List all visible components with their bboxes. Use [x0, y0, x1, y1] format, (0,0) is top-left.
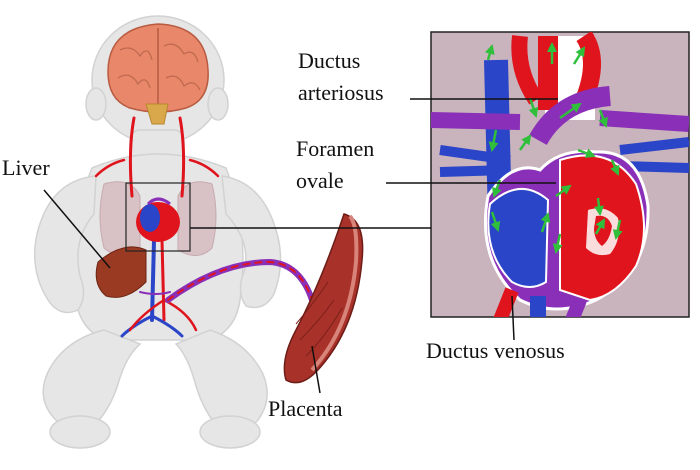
liver-leader: [43, 189, 111, 269]
baby-ear-left: [85, 87, 107, 121]
brain: [107, 23, 209, 125]
umbilical-cord: [165, 258, 315, 303]
baby-arm-left: [33, 175, 97, 314]
ductus-arteriosus-label-line1: Ductus: [298, 48, 361, 73]
ductus-venosus-leader: [511, 295, 515, 341]
ductus-arteriosus-label-line2: arteriosus: [298, 80, 384, 105]
placenta-label: Placenta: [268, 396, 343, 421]
heart-inset: [430, 31, 690, 318]
body-vessels: [94, 116, 220, 338]
liver-organ: [95, 246, 147, 298]
flow-arrows: [484, 42, 623, 254]
baby-leg-left: [42, 329, 142, 433]
baby-foot-right: [199, 415, 261, 449]
liver-label: Liver: [2, 155, 50, 180]
ductus-venosus-label: Ductus venosus: [426, 338, 565, 363]
placenta-organ: [283, 213, 364, 384]
baby-torso: [72, 153, 244, 341]
placenta-leader: [311, 345, 321, 394]
baby-ear-right: [207, 87, 229, 121]
foramen-ovale-label-line1: Foramen: [296, 136, 375, 161]
baby-arm-right: [221, 175, 282, 309]
leader-lines: [43, 98, 558, 394]
baby-foot-left: [49, 415, 111, 449]
foramen-ovale-label-line2: ovale: [296, 168, 344, 193]
heart-zoom-box: [125, 182, 191, 252]
lungs: [99, 181, 217, 256]
heart-small: [136, 197, 180, 242]
